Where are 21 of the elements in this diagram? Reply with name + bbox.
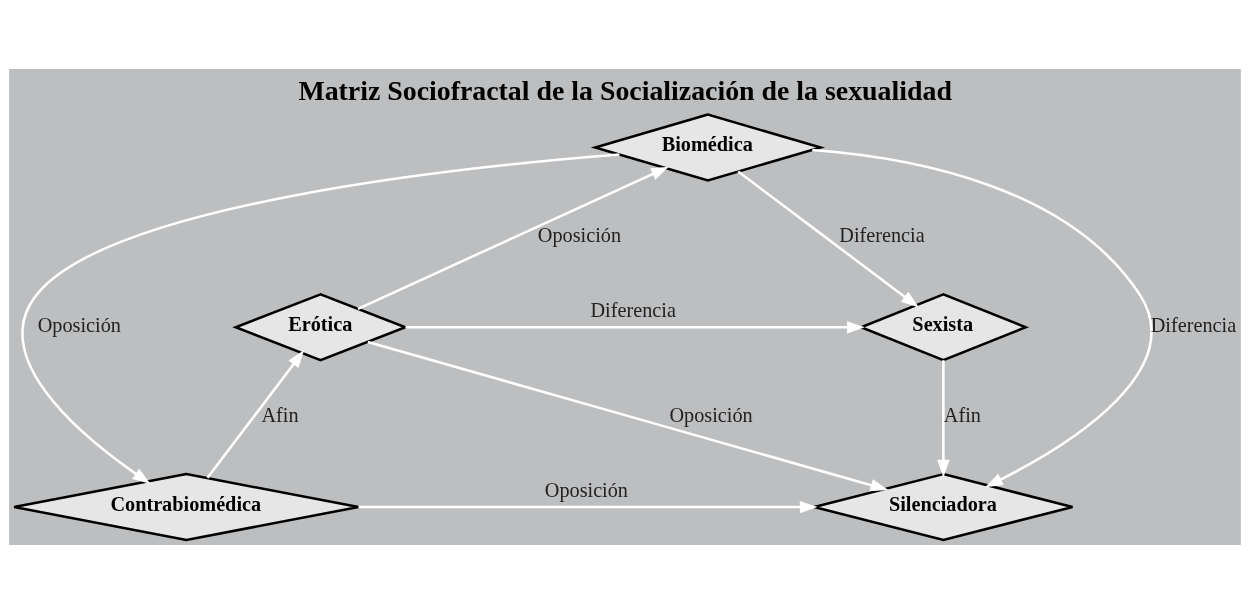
edge-label: Diferencia — [590, 298, 676, 321]
diagram-title: Matriz Sociofractal de la Socialización de la sexualidad — [298, 74, 952, 106]
arrow — [405, 320, 865, 333]
arrow — [937, 359, 950, 478]
edge-label: Diferencia — [839, 223, 925, 246]
arrow — [357, 166, 669, 310]
arrow — [358, 500, 818, 513]
node-diamond: Contrabiomédica — [12, 472, 360, 541]
edge-label: Oposición — [669, 403, 753, 426]
edge-label: Afin — [943, 403, 981, 426]
arrow — [812, 148, 1153, 487]
edge-label: Oposición — [37, 313, 121, 336]
node-diamond: Erótica — [232, 292, 409, 362]
arrow — [367, 340, 889, 491]
arrow — [206, 349, 305, 479]
edge-label: Oposición — [537, 223, 622, 246]
arrow — [737, 170, 919, 307]
edge-label: Diferencia — [1150, 313, 1237, 336]
arrow — [21, 152, 620, 484]
edge-label: Afin — [261, 403, 299, 426]
edge-label: Oposición — [544, 478, 629, 501]
